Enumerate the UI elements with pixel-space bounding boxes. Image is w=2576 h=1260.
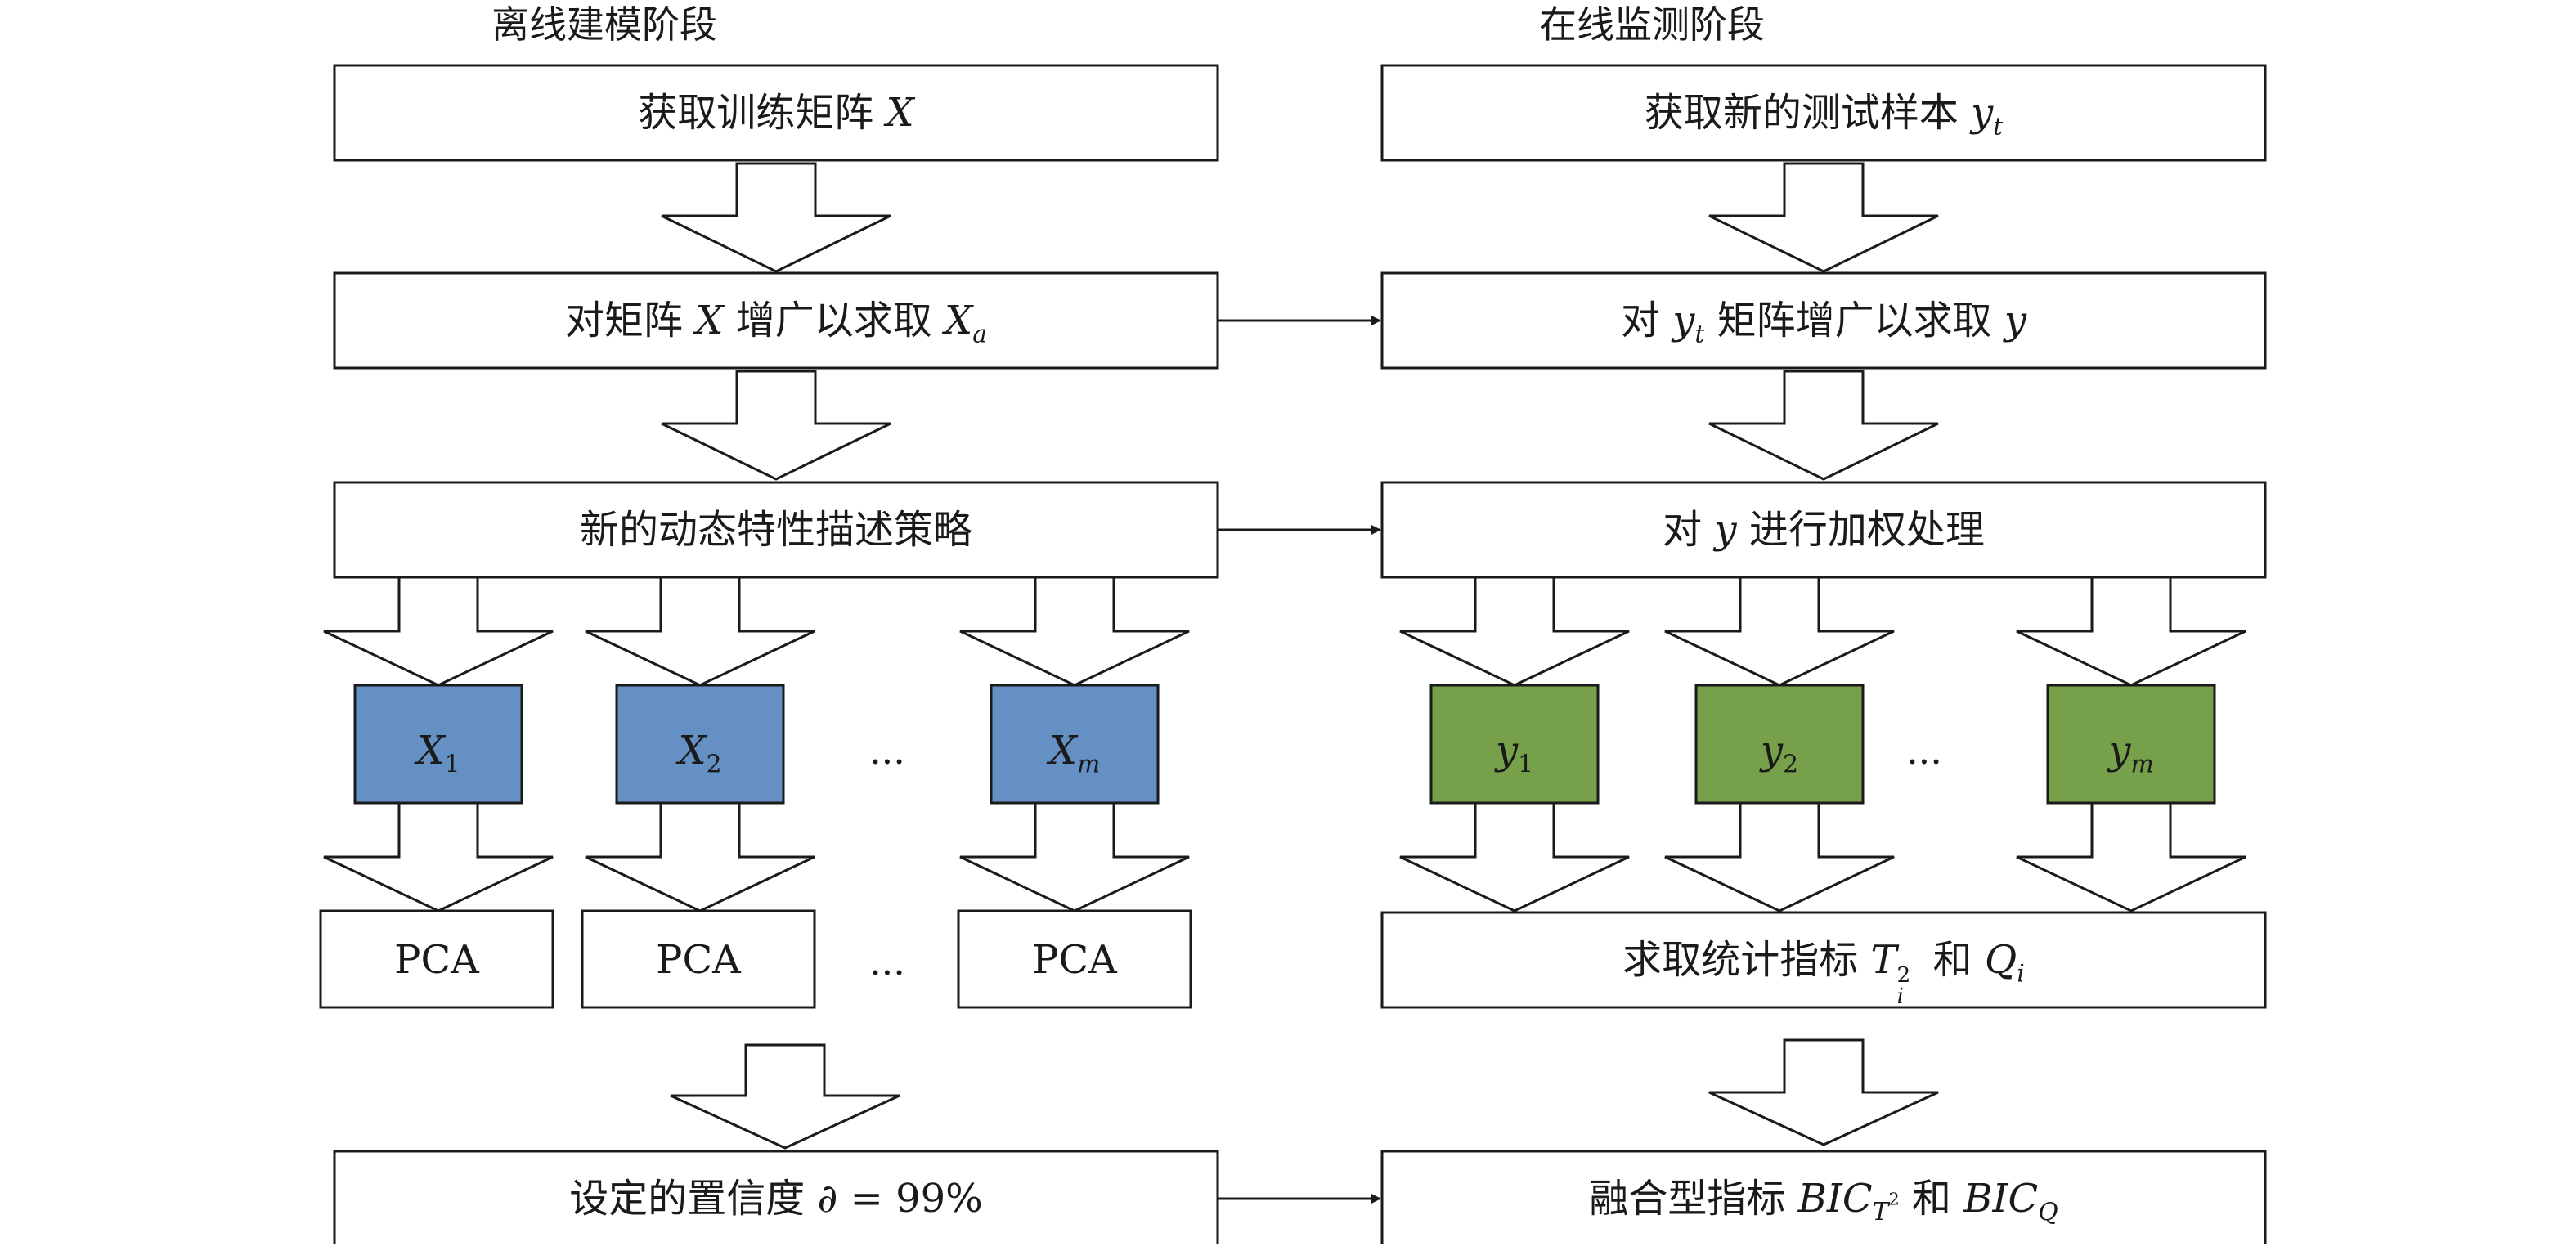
online-step4-box bbox=[1380, 911, 2267, 1009]
online-block-y1 bbox=[1429, 684, 1600, 805]
online-step1-label: 获取新的测试样本 yt bbox=[1644, 90, 2004, 141]
offline-fan-arrow-2 bbox=[585, 576, 815, 687]
offline-block-x1 bbox=[353, 684, 523, 805]
pca-ellipsis: ... bbox=[869, 939, 905, 984]
online-step2-box bbox=[1380, 271, 2267, 370]
online-fan-arrow-2 bbox=[1664, 576, 1895, 687]
pca-2-box bbox=[581, 909, 816, 1009]
pca-3-box bbox=[957, 909, 1192, 1009]
offline-block-down-arrow-2 bbox=[585, 801, 815, 912]
pca-1-label: PCA bbox=[394, 937, 479, 983]
online-block-ym-label: ym bbox=[2108, 728, 2154, 779]
offline-final-label: 设定的置信度 ∂ = 99% bbox=[569, 1176, 983, 1222]
offline-block-x2 bbox=[615, 684, 785, 805]
online-step2-label: 对 yt 矩阵增广以求取 y bbox=[1620, 298, 2027, 349]
online-fan-arrow-1 bbox=[1399, 576, 1630, 687]
online-step3-box bbox=[1380, 481, 2267, 579]
offline-block-xm bbox=[990, 684, 1160, 805]
online-final-box bbox=[1380, 1150, 2267, 1244]
pca-2-label: PCA bbox=[656, 937, 741, 983]
offline-block-down-arrow-1 bbox=[323, 801, 554, 912]
online-block-down-arrow-2 bbox=[1664, 801, 1895, 912]
offline-block-xm-label: Xm bbox=[1048, 728, 1101, 779]
offline-step2-label: 对矩阵 X 增广以求取 Xa bbox=[565, 298, 987, 349]
offline-block-x2-label: X2 bbox=[678, 728, 722, 779]
online-blocks-ellipsis: ... bbox=[1906, 729, 1942, 773]
offline-step2-box bbox=[333, 271, 1219, 370]
online-stage-title: 在线监测阶段 bbox=[1539, 2, 1765, 47]
offline-arrow-2 bbox=[661, 370, 891, 481]
online-final-label: 融合型指标 BICT2 和 BICQ bbox=[1589, 1176, 2058, 1227]
online-block-down-arrow-3 bbox=[2016, 801, 2246, 912]
offline-blocks-ellipsis: ... bbox=[869, 729, 905, 773]
shapes-layer bbox=[319, 64, 2267, 1244]
online-fan-arrow-3 bbox=[2016, 576, 2246, 687]
offline-stage-title: 离线建模阶段 bbox=[491, 2, 717, 47]
online-arrow-1 bbox=[1708, 162, 1939, 273]
offline-fan-arrow-3 bbox=[959, 576, 1190, 687]
online-block-y2 bbox=[1694, 684, 1865, 805]
online-block-y2-label: y2 bbox=[1760, 728, 1799, 779]
offline-fan-arrow-1 bbox=[323, 576, 554, 687]
online-arrow-2 bbox=[1708, 370, 1939, 481]
pca-1-box bbox=[319, 909, 554, 1009]
pca-3-label: PCA bbox=[1032, 937, 1117, 983]
online-arrow-final bbox=[1708, 1038, 1939, 1146]
online-step1-box bbox=[1380, 64, 2267, 162]
offline-step1-label: 获取训练矩阵 X bbox=[638, 90, 914, 136]
offline-final-box bbox=[333, 1150, 1219, 1244]
online-block-ym bbox=[2046, 684, 2216, 805]
offline-step3-label: 新的动态特性描述策略 bbox=[579, 507, 972, 553]
offline-arrow-1 bbox=[661, 162, 891, 273]
online-step3-label: 对 y 进行加权处理 bbox=[1663, 507, 1985, 553]
offline-arrow-final bbox=[670, 1043, 900, 1150]
offline-step1-box bbox=[333, 64, 1219, 162]
online-block-down-arrow-1 bbox=[1399, 801, 1630, 912]
offline-step3-box bbox=[333, 481, 1219, 579]
offline-block-down-arrow-3 bbox=[959, 801, 1190, 912]
offline-block-x1-label: X1 bbox=[416, 728, 460, 779]
online-block-y1-label: y1 bbox=[1495, 728, 1534, 779]
